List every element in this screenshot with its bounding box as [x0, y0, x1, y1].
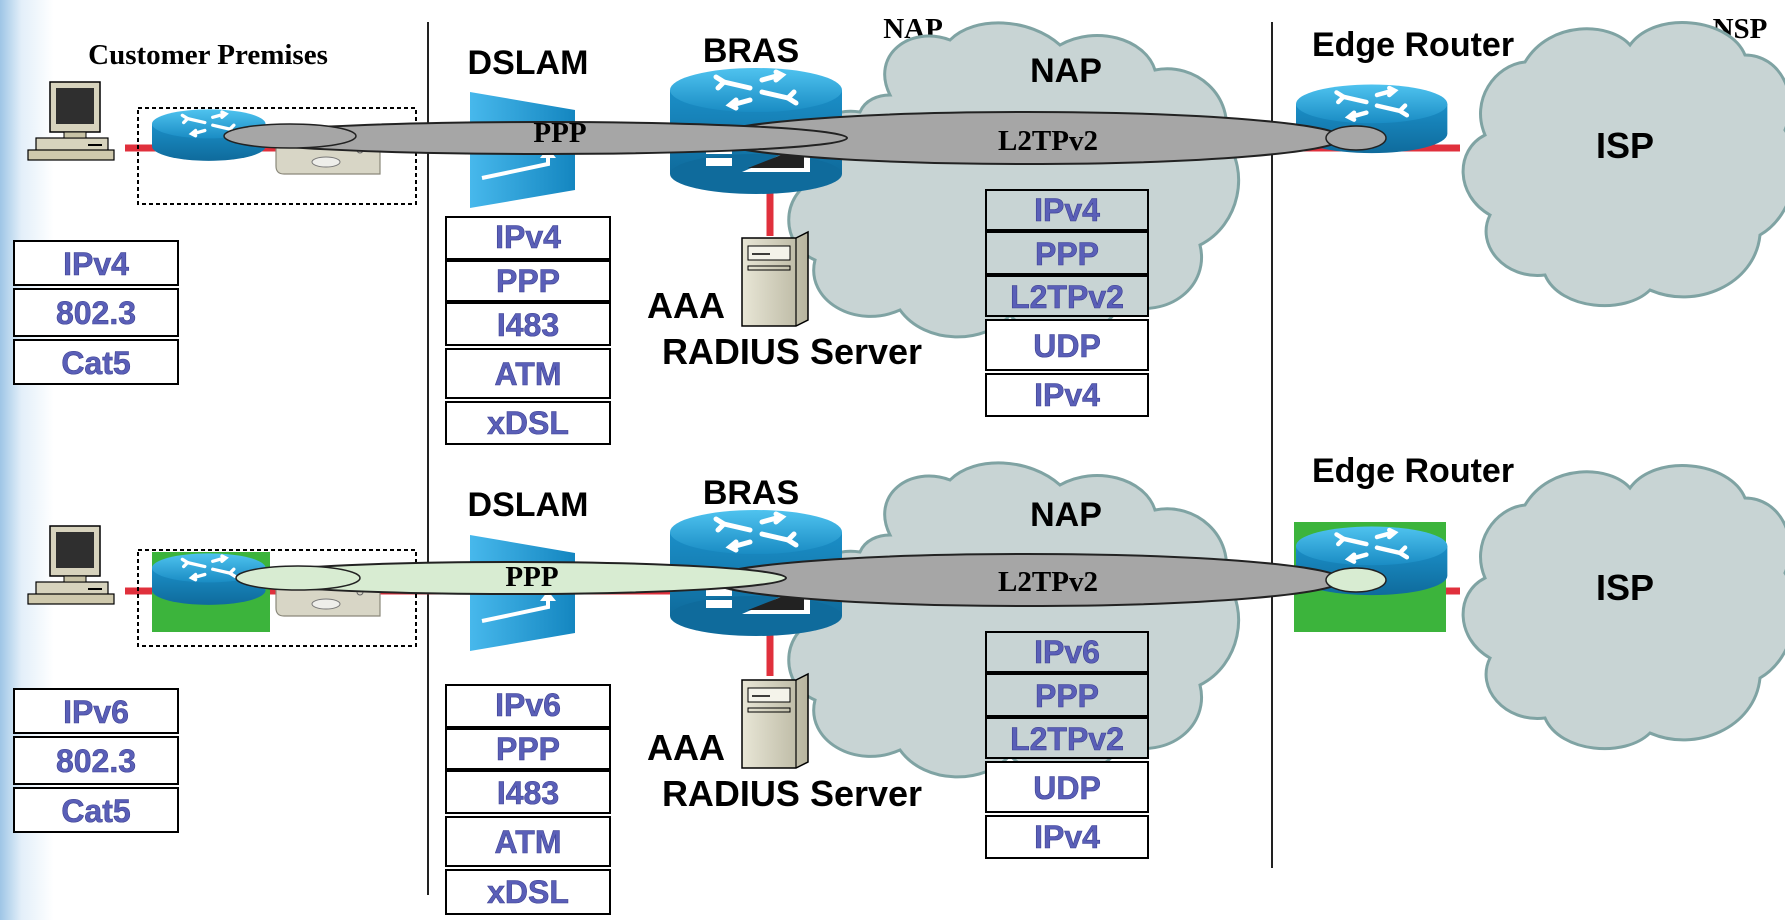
customer-stack-layer: IPv6	[63, 694, 129, 730]
isp-cloud-label: ISP	[1596, 125, 1654, 166]
customer-premises-label: Customer Premises	[88, 39, 328, 71]
isp-cloud	[1461, 21, 1785, 308]
bras-label: BRAS	[703, 32, 799, 70]
ppp-tunnel-label: PPP	[505, 561, 558, 593]
nap-stack: IPv4 PPP L2TPv2 UDP IPv4	[985, 189, 1149, 417]
nap-stack-layer: IPv4	[1034, 377, 1100, 413]
dslam-stack-layer: xDSL	[487, 874, 569, 910]
aaa-label: AAA	[647, 285, 725, 326]
customer-stack-layer: IPv4	[63, 246, 129, 282]
dslam-stack: IPv4 PPP I483 ATM xDSL	[445, 216, 611, 445]
nap-stack-layer: PPP	[1035, 678, 1099, 714]
dslam-stack-layer: I483	[497, 307, 559, 343]
nap-stack-layer: IPv4	[1034, 192, 1100, 228]
dslam-label: DSLAM	[468, 44, 589, 82]
row-ipv4: NAP ISP DSLAM BRAS Edge Router L2TPv2 PP…	[13, 21, 1785, 445]
cpe-box	[137, 549, 417, 647]
edge-router-label: Edge Router	[1312, 26, 1514, 64]
aaa-label: AAA	[647, 727, 725, 768]
dslam-stack-layer: IPv6	[495, 687, 561, 723]
bras-label: BRAS	[703, 474, 799, 512]
customer-stack-layer: Cat5	[61, 793, 130, 829]
isp-cloud-label: ISP	[1596, 567, 1654, 608]
dslam-stack-layer: I483	[497, 775, 559, 811]
dslam-stack-layer: IPv4	[495, 219, 561, 255]
customer-stack: IPv6 802.3 Cat5	[13, 688, 179, 833]
customer-stack: IPv4 802.3 Cat5	[13, 240, 179, 385]
nap-stack: IPv6 PPP L2TPv2 UDP IPv4	[985, 631, 1149, 859]
nap-cloud-label: NAP	[1030, 52, 1102, 90]
nap-stack-layer: UDP	[1033, 770, 1101, 806]
dslam-stack-layer: ATM	[495, 356, 562, 392]
dslam-stack-layer: PPP	[496, 263, 560, 299]
dslam-label: DSLAM	[468, 486, 589, 524]
radius-server	[741, 673, 809, 769]
customer-stack-layer: Cat5	[61, 345, 130, 381]
l2tp-tunnel-label: L2TPv2	[998, 566, 1098, 598]
edge-router-label: Edge Router	[1312, 452, 1514, 490]
dslam-stack-layer: xDSL	[487, 405, 569, 441]
radius-label: RADIUS Server	[662, 331, 922, 372]
nap-stack-layer: L2TPv2	[1010, 279, 1124, 315]
cpe-box	[137, 107, 417, 205]
isp-cloud	[1461, 464, 1785, 751]
nap-stack-layer: IPv6	[1034, 634, 1100, 670]
customer-stack-layer: 802.3	[56, 295, 136, 331]
row-ipv6: NAP ISP DSLAM BRAS Edge Router L2TPv2 PP…	[13, 452, 1785, 915]
nap-stack-layer: IPv4	[1034, 819, 1100, 855]
nap-stack-layer: PPP	[1035, 236, 1099, 272]
l2tp-tunnel-label: L2TPv2	[998, 125, 1098, 157]
dslam-stack-layer: ATM	[495, 824, 562, 860]
nap-stack-layer: L2TPv2	[1010, 721, 1124, 757]
customer-stack-layer: 802.3	[56, 743, 136, 779]
radius-label: RADIUS Server	[662, 773, 922, 814]
dslam-stack: IPv6 PPP I483 ATM xDSL	[445, 684, 611, 915]
nap-cloud-label: NAP	[1030, 496, 1102, 534]
nap-stack-layer: UDP	[1033, 328, 1101, 364]
ppp-tunnel-label: PPP	[533, 117, 586, 149]
dslam-stack-layer: PPP	[496, 731, 560, 767]
radius-server	[741, 231, 809, 327]
